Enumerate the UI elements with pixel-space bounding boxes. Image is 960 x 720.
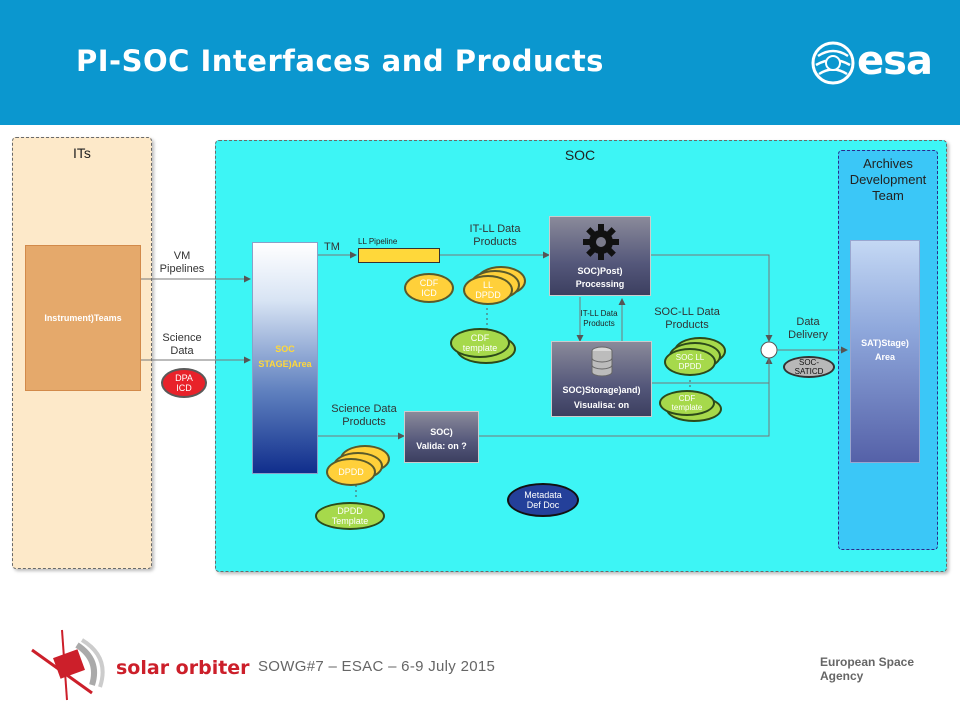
archives-title-line1: Archives [863,156,913,171]
cdf-template-line2: template [462,343,498,353]
database-icon [591,346,613,377]
soc-post-processing-box: SOC)Post) Processing [549,216,651,296]
it-ll-small-label-1: IT-LL Data [580,309,618,318]
cdf-template-small-line1: CDF [678,394,696,403]
soc-ll-data-label-1: SOC-LL Data [654,306,720,318]
dpdd-line1: DPDD [338,467,364,477]
cdf-icd-line2: ICD [421,288,437,298]
soc-stage-label-1: SOC [275,344,295,354]
storage-label-2: Visualisa: on [573,400,630,410]
post-processing-label-2: Processing [575,279,625,289]
validation-label-1: SOC) [430,427,453,437]
it-ll-data-label-1: IT-LL Data [469,223,521,235]
meeting-footer: SOWG#7 – ESAC – 6-9 July 2015 [258,658,496,675]
cdf-template-line1: CDF [470,333,490,343]
ll-pipeline-label: LL Pipeline [358,237,398,246]
post-processing-label-1: SOC)Post) [577,266,623,276]
esa-globe-icon [811,41,855,85]
science-data-products-label-1: Science Data [331,403,397,415]
cdf-template-small-line2: template [671,403,703,412]
soc-storage-box: SOC)Storage)and) Visualisa: on [551,341,652,417]
soc-ll-data-label-2: Products [665,319,709,331]
vm-pipelines-label-2: Pipelines [159,263,205,275]
science-data-label-2: Data [170,345,194,357]
ll-dpdd-line1: LL [482,280,493,290]
instrument-teams-label: Instrument)Teams [44,313,122,323]
soc-saticd-line2: SATICD [794,367,824,376]
gear-icon [583,224,619,260]
dpdd-template-line1: DPDD [337,506,363,516]
data-delivery-label-1: Data [796,316,820,328]
solar-orbiter-logo-text: solar orbiter [116,657,250,679]
esa-agency-text: European Space Agency [820,655,915,683]
sat-stage-label-2: Area [874,352,895,362]
soc-stage-label-2: STAGE)Area [258,359,312,369]
it-ll-data-label-2: Products [473,236,517,248]
dpa-icd-line2: ICD [176,383,192,393]
dpdd-doc: DPDD [326,458,376,486]
sat-stage-label-1: SAT)Stage) [861,338,909,348]
instrument-teams-box: Instrument)Teams [25,245,141,391]
dpdd-template-line2: Template [331,516,369,526]
ll-dpdd-line2: DPDD [475,290,501,300]
tm-label: TM [324,241,340,253]
soc-saticd-line1: SOC- [799,358,819,367]
dpa-icd-line1: DPA [175,373,193,383]
esa-logo-text: esa [857,38,933,84]
metadata-line2: Def Doc [526,500,560,510]
archives-title-line3: Team [872,188,904,203]
soc-validation-box: SOC) Valida: on ? [404,411,479,463]
ll-pipeline-bar [358,248,440,263]
it-ll-small-label-2: Products [583,319,615,328]
science-data-label-1: Science [162,332,202,344]
soc-stage-area-box: SOC STAGE)Area [252,242,318,474]
vm-pipelines-label-1: VM [173,250,191,262]
storage-label-1: SOC)Storage)and) [562,385,641,395]
solar-orbiter-spacecraft-icon [31,629,105,701]
soc-ll-dpdd-line1: SOC LL [675,353,705,362]
archives-title-line2: Development [849,172,927,187]
header-bar: PI-SOC Interfaces and Products esa [0,0,960,125]
metadata-line1: Metadata [524,490,562,500]
soc-panel-title: SOC [564,147,596,163]
soc-saticd-doc: SOC-SATICD [783,356,835,378]
cdf-icd-line1: CDF [419,278,439,288]
its-panel-title: ITs [73,145,91,161]
sat-stage-area-box: SAT)Stage) Area [850,240,920,463]
page-title: PI-SOC Interfaces and Products [76,44,604,78]
data-delivery-label-2: Delivery [788,329,828,341]
science-data-products-label-2: Products [342,416,386,428]
soc-ll-dpdd-line2: DPDD [678,362,702,371]
validation-label-2: Valida: on ? [416,441,467,451]
